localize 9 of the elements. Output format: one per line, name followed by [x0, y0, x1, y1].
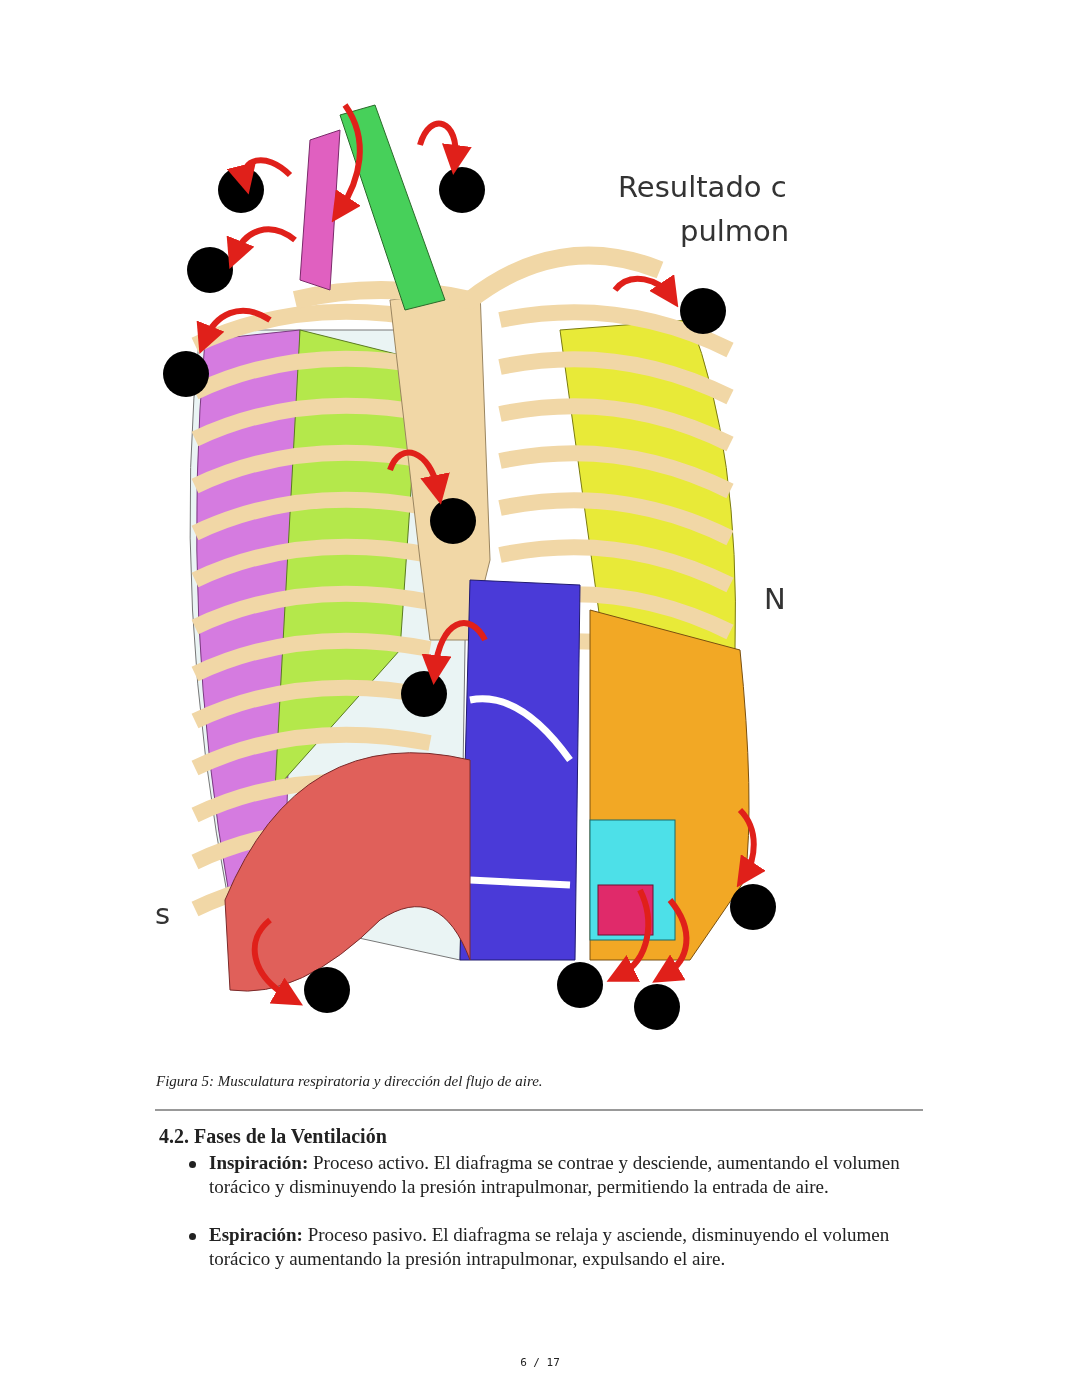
figure-label: s [155, 900, 171, 929]
figure-label: pulmon [680, 217, 790, 246]
figure-caption: Figura 5: Musculatura respiratoria y dirección del flujo de aire. [156, 1073, 543, 1090]
bullet-text: Inspiración: Proceso activo. El diafragma se contrae y desciende, aumentando el volumen torácico y disminuyendo la presión intrapulmonar, permitiendo la entrada de aire. [209, 1151, 924, 1199]
figure-label: N [764, 585, 786, 614]
page-number: 6 / 17 [519, 1356, 561, 1369]
section-heading: 4.2. Fases de la Ventilación [159, 1125, 387, 1148]
figure-label: Resultado c [618, 173, 787, 202]
bullet-text: Espiración: Proceso pasivo. El diafragma se relaja y asciende, disminuyendo el volumen torácico y aumentando la presión intrapulmonar, expulsando el aire. [209, 1223, 924, 1271]
